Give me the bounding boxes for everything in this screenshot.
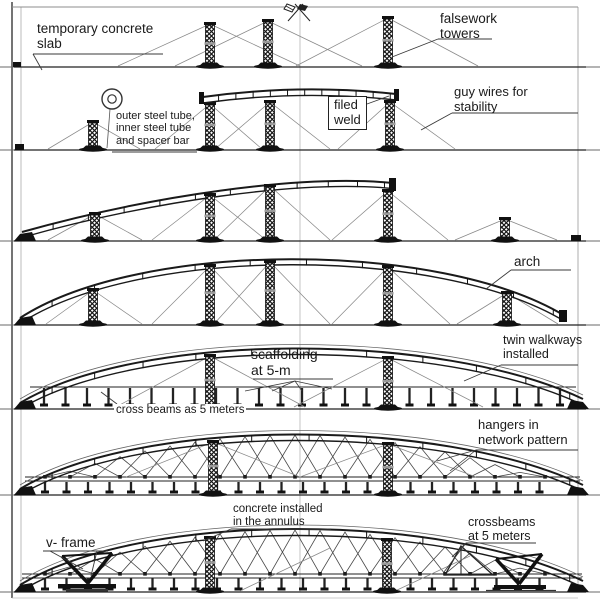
stage-7-panel bbox=[14, 524, 589, 594]
falsework-tower bbox=[79, 120, 107, 152]
falsework-tower bbox=[493, 291, 521, 327]
stage-2-panel bbox=[15, 88, 456, 152]
falsework-tower bbox=[196, 264, 224, 327]
label-scaffolding: scaffolding at 5-m bbox=[251, 346, 318, 378]
stage-1-panel bbox=[13, 3, 479, 69]
stage-3-panel bbox=[14, 178, 581, 243]
falsework-tower bbox=[81, 212, 109, 243]
v-frame-right bbox=[486, 552, 556, 592]
label-leaders bbox=[32, 38, 578, 577]
label-twin-walkways: twin walkways installed bbox=[503, 333, 583, 361]
falsework-tower bbox=[196, 102, 224, 152]
stage-4-panel bbox=[14, 258, 567, 327]
label-tube-note: outer steel tube, inner steel tube and s… bbox=[116, 110, 195, 147]
label-concrete-annulus: concrete installed in the annulus bbox=[233, 503, 323, 528]
falsework-tower bbox=[374, 16, 402, 69]
falsework-tower bbox=[196, 193, 224, 243]
falsework-tower bbox=[196, 354, 224, 411]
label-hangers: hangers in network pattern bbox=[478, 417, 568, 447]
falsework-tower bbox=[374, 356, 402, 411]
label-crossbeams-5m: crossbeams at 5 meters bbox=[468, 515, 536, 543]
falsework-tower bbox=[199, 440, 227, 497]
falsework-tower bbox=[374, 189, 402, 243]
label-arch: arch bbox=[514, 254, 541, 269]
falsework-tower bbox=[374, 265, 402, 327]
label-v-frame: v- frame bbox=[46, 535, 96, 550]
falsework-tower bbox=[196, 22, 224, 69]
falsework-tower bbox=[79, 288, 107, 327]
label-cross-beams: cross beams as 5 meters bbox=[114, 404, 247, 417]
falsework-tower bbox=[196, 536, 224, 594]
stage-5-panel bbox=[14, 344, 589, 411]
falsework-tower bbox=[254, 19, 282, 69]
falsework-tower bbox=[256, 260, 284, 327]
tube-cross-section-icon bbox=[101, 88, 123, 149]
crossed-flags-icon bbox=[283, 3, 311, 22]
falsework-tower bbox=[374, 442, 402, 497]
label-temporary-concrete-slab: temporary concrete slab bbox=[37, 21, 154, 52]
falsework-tower bbox=[373, 538, 401, 594]
falsework-tower bbox=[491, 217, 519, 243]
falsework-tower bbox=[256, 100, 284, 152]
label-falsework-towers: falsework towers bbox=[440, 11, 498, 42]
stage-6-panel bbox=[14, 430, 589, 497]
label-guy-wires: guy wires for stability bbox=[454, 84, 528, 114]
v-frame-left bbox=[58, 551, 116, 592]
label-filed-weld: filed weld bbox=[328, 96, 367, 131]
falsework-tower bbox=[376, 100, 404, 152]
falsework-tower bbox=[256, 184, 284, 243]
